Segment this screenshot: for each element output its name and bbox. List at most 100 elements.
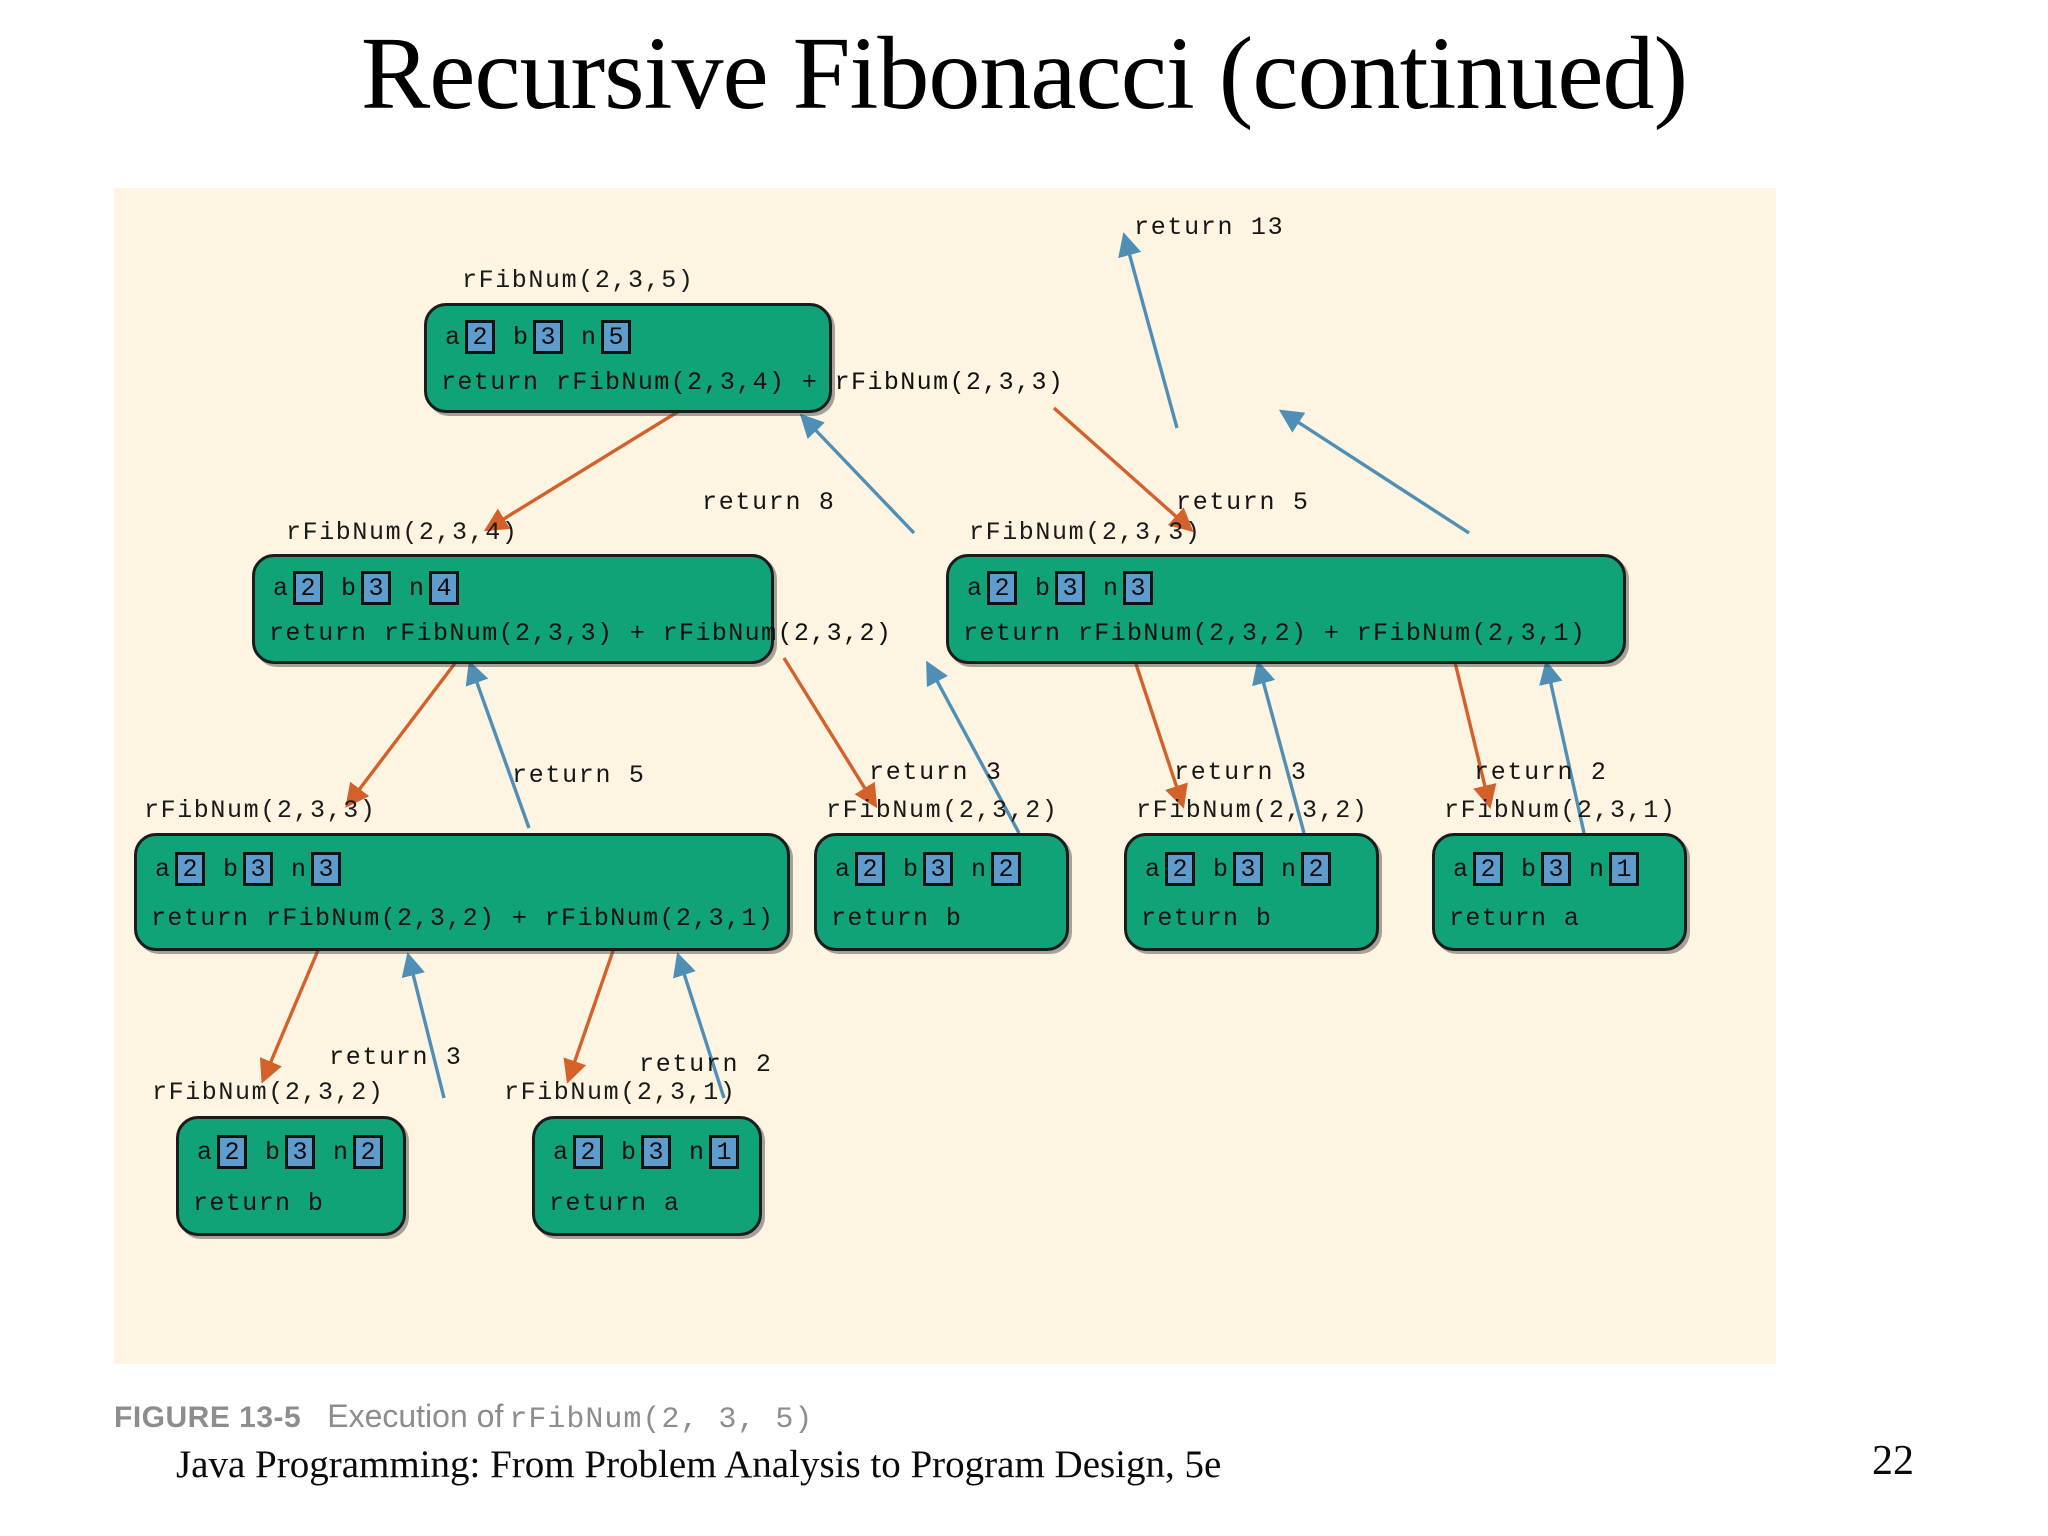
var-label-n: n bbox=[333, 1137, 349, 1167]
var-label-a: a bbox=[835, 854, 851, 884]
figure-caption-text: Execution of bbox=[327, 1398, 504, 1434]
node-n7-return: return b bbox=[193, 1189, 325, 1218]
var-label-b: b bbox=[1035, 573, 1051, 603]
edge-label-return-8: return 8 bbox=[702, 488, 836, 517]
node-caption-n7: rFibNum(2,3,2) bbox=[152, 1078, 385, 1107]
page-title: Recursive Fibonacci (continued) bbox=[360, 16, 1688, 131]
var-value-n: 4 bbox=[429, 571, 460, 605]
edge-label-return-5-top: return 5 bbox=[1176, 488, 1310, 517]
node-n1-vars: a 2 b 3 n 4 bbox=[273, 571, 460, 605]
footer-book-title: Java Programming: From Problem Analysis … bbox=[176, 1443, 1222, 1486]
var-label-a: a bbox=[445, 322, 461, 352]
var-value-b: 3 bbox=[533, 320, 564, 354]
edge-label-return-3-b: return 3 bbox=[1174, 758, 1308, 787]
var-label-b: b bbox=[223, 854, 239, 884]
node-n1[interactable]: a 2 b 3 n 4 return rFibNum(2,3,3) + rFib… bbox=[252, 554, 891, 664]
figure-label: FIGURE 13-5 bbox=[114, 1401, 302, 1434]
node-caption-n3: rFibNum(2,3,3) bbox=[969, 518, 1202, 547]
page-number: 22 bbox=[1872, 1438, 1914, 1484]
var-value-n: 5 bbox=[601, 320, 632, 354]
node-n5-return: return b bbox=[1141, 904, 1273, 933]
node-n8-vars: a 2 b 3 n 1 bbox=[553, 1135, 740, 1169]
var-label-a: a bbox=[155, 854, 171, 884]
var-value-a: 2 bbox=[1165, 852, 1196, 886]
var-label-a: a bbox=[273, 573, 289, 603]
node-n2[interactable]: a 2 b 3 n 3 return rFibNum(2,3,2) + rFib… bbox=[134, 833, 790, 951]
var-value-a: 2 bbox=[293, 571, 324, 605]
var-value-b: 3 bbox=[1541, 852, 1572, 886]
var-label-a: a bbox=[553, 1137, 569, 1167]
node-caption-n5: rFibNum(2,3,2) bbox=[1136, 796, 1369, 825]
var-label-n: n bbox=[291, 854, 307, 884]
var-value-b: 3 bbox=[641, 1135, 672, 1169]
var-value-a: 2 bbox=[175, 852, 206, 886]
var-value-a: 2 bbox=[465, 320, 496, 354]
node-n5[interactable]: a 2 b 3 n 2 return b bbox=[1124, 833, 1379, 951]
node-caption-n1: rFibNum(2,3,4) bbox=[286, 518, 519, 547]
node-n4-return: return b bbox=[831, 904, 963, 933]
var-value-n: 3 bbox=[311, 852, 342, 886]
node-caption-n8: rFibNum(2,3,1) bbox=[504, 1078, 737, 1107]
var-value-b: 3 bbox=[361, 571, 392, 605]
node-n8-return: return a bbox=[549, 1189, 681, 1218]
var-label-b: b bbox=[903, 854, 919, 884]
var-value-b: 3 bbox=[285, 1135, 316, 1169]
var-label-n: n bbox=[581, 322, 597, 352]
figure-panel: return 13 return 8 return 5 return 5 ret… bbox=[114, 188, 1776, 1364]
node-n7[interactable]: a 2 b 3 n 2 return b bbox=[176, 1116, 406, 1236]
node-n2-return: return rFibNum(2,3,2) + rFibNum(2,3,1) bbox=[151, 904, 775, 933]
var-value-b: 3 bbox=[243, 852, 274, 886]
var-value-a: 2 bbox=[855, 852, 886, 886]
edge-label-return-2-a: return 2 bbox=[1474, 758, 1608, 787]
edge-label-return-3-a: return 3 bbox=[869, 758, 1003, 787]
edge-label-return-13: return 13 bbox=[1134, 213, 1285, 242]
var-label-b: b bbox=[1521, 854, 1537, 884]
node-n3[interactable]: a 2 b 3 n 3 return rFibNum(2,3,2) + rFib… bbox=[946, 554, 1626, 664]
var-value-n: 1 bbox=[709, 1135, 740, 1169]
node-caption-n0: rFibNum(2,3,5) bbox=[462, 266, 695, 295]
var-value-a: 2 bbox=[217, 1135, 248, 1169]
var-value-n: 3 bbox=[1123, 571, 1154, 605]
var-label-a: a bbox=[197, 1137, 213, 1167]
node-n2-vars: a 2 b 3 n 3 bbox=[155, 852, 342, 886]
var-value-n: 2 bbox=[353, 1135, 384, 1169]
edge-label-return-3-c: return 3 bbox=[329, 1043, 463, 1072]
node-n4[interactable]: a 2 b 3 n 2 return b bbox=[814, 833, 1069, 951]
node-n6[interactable]: a 2 b 3 n 1 return a bbox=[1432, 833, 1687, 951]
var-value-n: 1 bbox=[1609, 852, 1640, 886]
node-n6-vars: a 2 b 3 n 1 bbox=[1453, 852, 1640, 886]
var-value-b: 3 bbox=[1233, 852, 1264, 886]
var-value-b: 3 bbox=[923, 852, 954, 886]
var-value-a: 2 bbox=[987, 571, 1018, 605]
var-value-n: 2 bbox=[1301, 852, 1332, 886]
var-value-a: 2 bbox=[573, 1135, 604, 1169]
node-caption-n2: rFibNum(2,3,3) bbox=[144, 796, 377, 825]
var-label-a: a bbox=[1145, 854, 1161, 884]
edge-label-return-2-b: return 2 bbox=[639, 1050, 773, 1079]
var-label-b: b bbox=[621, 1137, 637, 1167]
var-label-b: b bbox=[341, 573, 357, 603]
var-label-n: n bbox=[1589, 854, 1605, 884]
var-label-n: n bbox=[689, 1137, 705, 1167]
var-value-b: 3 bbox=[1055, 571, 1086, 605]
var-label-n: n bbox=[971, 854, 987, 884]
node-n0[interactable]: a 2 b 3 n 5 return rFibNum(2,3,4) + rFib… bbox=[424, 303, 1063, 413]
node-n1-return: return rFibNum(2,3,3) + rFibNum(2,3,2) bbox=[269, 619, 893, 648]
var-value-n: 2 bbox=[991, 852, 1022, 886]
var-label-b: b bbox=[513, 322, 529, 352]
var-label-b: b bbox=[265, 1137, 281, 1167]
var-label-n: n bbox=[1281, 854, 1297, 884]
var-label-n: n bbox=[1103, 573, 1119, 603]
figure-caption-code: rFibNum(2, 3, 5) bbox=[509, 1403, 814, 1437]
node-n0-vars: a 2 b 3 n 5 bbox=[445, 320, 632, 354]
edge-label-return-5: return 5 bbox=[512, 761, 646, 790]
node-n8[interactable]: a 2 b 3 n 1 return a bbox=[532, 1116, 762, 1236]
node-n5-vars: a 2 b 3 n 2 bbox=[1145, 852, 1332, 886]
var-label-b: b bbox=[1213, 854, 1229, 884]
node-n3-return: return rFibNum(2,3,2) + rFibNum(2,3,1) bbox=[963, 619, 1587, 648]
node-n6-return: return a bbox=[1449, 904, 1581, 933]
arrow-layer bbox=[259, 232, 1586, 1099]
node-n4-vars: a 2 b 3 n 2 bbox=[835, 852, 1022, 886]
